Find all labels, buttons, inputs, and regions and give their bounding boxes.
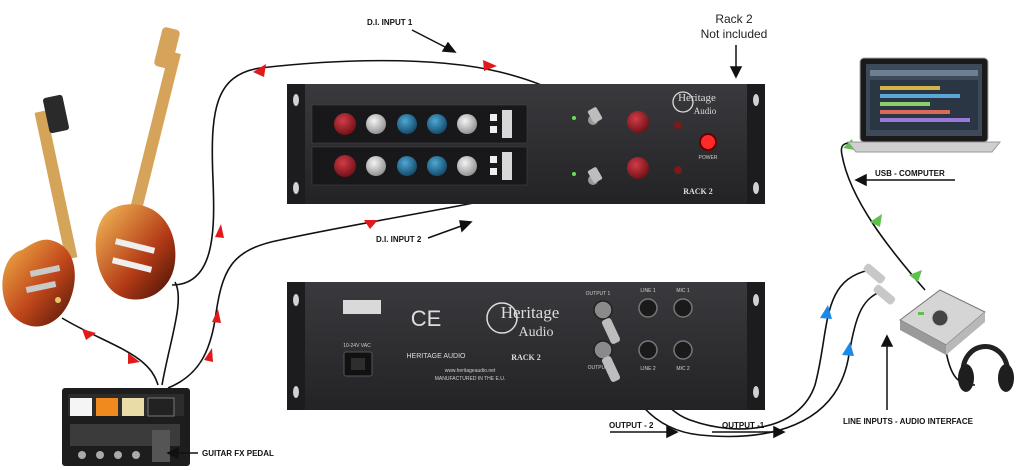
- gain-knob-red: [334, 155, 356, 177]
- eq-knob-blue: [427, 156, 447, 176]
- eq-knob-silver: [366, 156, 386, 176]
- rear-output2-label: OUTPUT 2: [588, 365, 613, 371]
- eq-knob-silver: [457, 156, 477, 176]
- label-rack2-line1: Rack 2: [715, 12, 753, 26]
- arrow-blue: [842, 342, 854, 356]
- eq-knob-silver: [457, 114, 477, 134]
- arrow-red: [204, 348, 213, 362]
- serial-sticker: [343, 300, 381, 314]
- gain-knob-red: [334, 113, 356, 135]
- power-button: [699, 133, 717, 151]
- xlr-plug: [873, 284, 896, 305]
- arrow-green: [909, 270, 922, 282]
- rear-output1-label: OUTPUT 1: [586, 291, 611, 297]
- rear-voltage: 10-24V VAC: [343, 343, 371, 349]
- xlr-plug: [863, 263, 886, 284]
- rear-company: HERITAGE AUDIO: [407, 353, 467, 360]
- headphones: [958, 344, 1014, 392]
- rack-rear: CE 10-24V VAC Heritage Audio HERITAGE AU…: [287, 282, 765, 410]
- rear-line2-label: LINE 2: [640, 366, 656, 372]
- eq-knob-silver: [366, 114, 386, 134]
- preamp-module-1: [311, 104, 528, 144]
- arrow-red: [483, 60, 497, 71]
- cable-usb: [840, 142, 926, 291]
- laptop-computer: [846, 57, 1002, 153]
- output-knob-1: [627, 111, 649, 133]
- label-line-inputs: LINE INPUTS - AUDIO INTERFACE: [843, 417, 974, 426]
- arrow-red: [128, 353, 140, 364]
- arrow-red: [82, 329, 96, 340]
- rear-line1-label: LINE 1: [640, 288, 656, 294]
- rear-mic2-label: MIC 2: [676, 366, 690, 372]
- rear-model: RACK 2: [511, 353, 541, 362]
- label-di-input-2: D.I. INPUT 2: [376, 235, 422, 244]
- rear-manufactured: MANUFACTURED IN THE E.U.: [435, 376, 505, 382]
- arrow-red: [253, 64, 266, 77]
- guitar-fx-pedalboard: [62, 388, 190, 466]
- label-di-input-1: D.I. INPUT 1: [367, 18, 413, 27]
- arrow-red: [215, 224, 224, 238]
- callout-arrows: [166, 29, 955, 460]
- rear-brand-line1: Heritage: [501, 303, 560, 322]
- xlr-mic-1: [673, 298, 693, 318]
- eq-knob-blue: [397, 114, 417, 134]
- xlr-connectors: OUTPUT 1 LINE 1 MIC 1 OUTPUT 2 LINE 2 MI…: [586, 288, 693, 382]
- output-knob-2: [627, 157, 649, 179]
- audio-interface: [899, 289, 986, 355]
- front-model-label: RACK 2: [683, 187, 713, 196]
- eq-knob-blue: [397, 156, 417, 176]
- arrow-red: [364, 220, 378, 229]
- rear-brand-line2: Audio: [519, 325, 554, 340]
- label-guitar-fx-pedal: GUITAR FX PEDAL: [202, 449, 274, 458]
- electric-guitar: [2, 94, 78, 327]
- xlr-line-1: [638, 298, 658, 318]
- label-output-2: OUTPUT - 2: [609, 421, 654, 430]
- xlr-mic-2: [673, 340, 693, 360]
- rear-mic1-label: MIC 1: [676, 288, 690, 294]
- cable-guitar-to-pedal: [61, 317, 159, 386]
- arrow-red: [212, 309, 221, 323]
- cable-bass-to-pedal: [161, 281, 180, 386]
- xlr-output-1: [593, 300, 613, 320]
- rear-website: www.heritageaudio.net: [445, 368, 496, 374]
- xlr-line-2: [638, 340, 658, 360]
- preamp-module-2: [311, 146, 528, 186]
- bass-guitar: [95, 27, 181, 300]
- rear-ce-mark: CE: [411, 306, 442, 331]
- front-power-label: POWER: [699, 155, 718, 161]
- front-brand-line2: Audio: [694, 106, 717, 116]
- cable-pedal-to-di2: [167, 177, 591, 389]
- rack-front: POWER Heritage Audio RACK 2: [287, 84, 765, 204]
- front-brand-line1: Heritage: [678, 92, 716, 104]
- label-rack2-line2: Not included: [701, 27, 768, 41]
- label-usb-computer: USB - COMPUTER: [875, 169, 945, 178]
- label-output-1: OUTPUT -1: [722, 421, 765, 430]
- eq-knob-blue: [427, 114, 447, 134]
- arrow-green: [870, 214, 882, 227]
- arrow-blue: [820, 305, 832, 319]
